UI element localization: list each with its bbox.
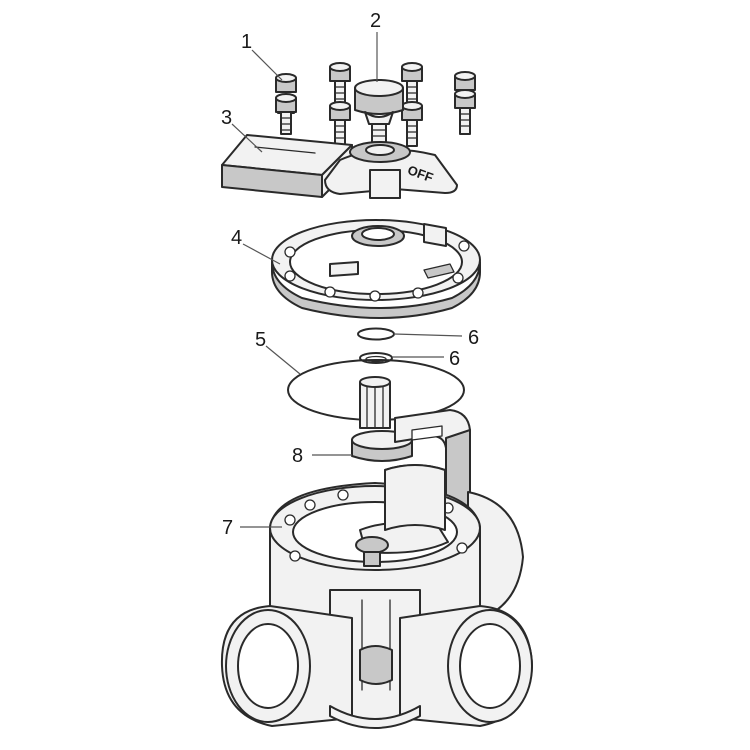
callout-6-upper: 6: [468, 327, 479, 349]
screw-1b: [275, 93, 297, 135]
callout-labels: 1 2 3 4 5 6 6 7 8: [221, 10, 479, 539]
leader-5: [265, 345, 301, 375]
callout-8: 8: [292, 445, 303, 467]
callout-3: 3: [221, 107, 232, 129]
callout-6-lower: 6: [449, 348, 460, 370]
callout-2: 2: [370, 10, 381, 32]
leader-1: [251, 49, 283, 81]
screw-set: [275, 62, 476, 147]
screw-1a: [275, 73, 297, 93]
screw-mid-center-left: [329, 101, 351, 147]
leader-lines: [231, 32, 463, 528]
leader-3: [231, 123, 263, 153]
leader-4: [242, 243, 281, 265]
screw-right-upper: [454, 71, 476, 91]
valve-handle: OFF: [221, 134, 458, 199]
valve-cover: [271, 219, 481, 319]
callout-7: 7: [222, 517, 233, 539]
screw-mid-center-right: [401, 101, 423, 147]
callout-1: 1: [241, 31, 252, 53]
leader-6a: [393, 333, 463, 337]
o-ring-upper: [357, 327, 395, 341]
screw-top-center-right: [401, 62, 423, 106]
screw-right-lower: [454, 89, 476, 135]
valve-body: [220, 464, 533, 729]
callout-4: 4: [231, 227, 242, 249]
o-ring-lower: [359, 352, 393, 364]
screw-top-center-left: [329, 62, 351, 106]
handle-knob: [354, 79, 404, 149]
callout-5: 5: [255, 329, 266, 351]
